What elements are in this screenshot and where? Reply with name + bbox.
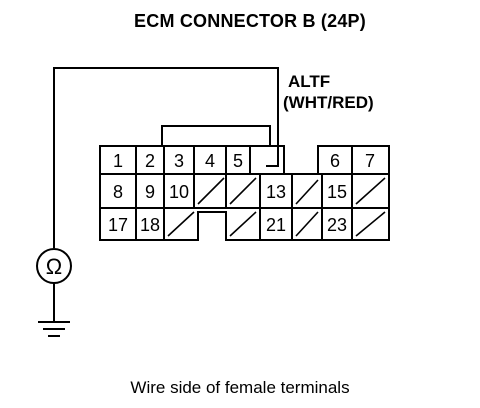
- svg-text:Ω: Ω: [46, 254, 62, 279]
- probe-wire: [53, 67, 279, 248]
- terminal-18: 18: [140, 215, 160, 235]
- terminal-7: 7: [365, 151, 375, 171]
- diagram-title: ECM CONNECTOR B (24P): [134, 11, 366, 31]
- terminal-6: 6: [330, 151, 340, 171]
- signal-wire-color: (WHT/RED): [283, 93, 374, 112]
- terminal-10: 10: [169, 182, 189, 202]
- connector-grid: [100, 146, 389, 240]
- terminal-2: 2: [145, 151, 155, 171]
- signal-name: ALTF: [288, 72, 330, 91]
- ground-icon: [38, 321, 70, 337]
- terminal-21: 21: [266, 215, 286, 235]
- terminal-5: 5: [233, 151, 243, 171]
- ohmmeter-icon: Ω: [36, 248, 72, 284]
- connector-lock-tab: [161, 125, 271, 146]
- diagram-caption: Wire side of female terminals: [130, 378, 349, 397]
- empty-cavity-marks: [167, 177, 386, 237]
- terminal-15: 15: [327, 182, 347, 202]
- terminal-3: 3: [174, 151, 184, 171]
- terminal-numbers: 1 2 3 4 5 6 7 8 9 10 13 15 17 18 21 23: [108, 151, 375, 235]
- terminal-17: 17: [108, 215, 128, 235]
- terminal-13: 13: [266, 182, 286, 202]
- terminal-1: 1: [113, 151, 123, 171]
- terminal-9: 9: [145, 182, 155, 202]
- terminal-8: 8: [113, 182, 123, 202]
- terminal-23: 23: [327, 215, 347, 235]
- terminal-4: 4: [205, 151, 215, 171]
